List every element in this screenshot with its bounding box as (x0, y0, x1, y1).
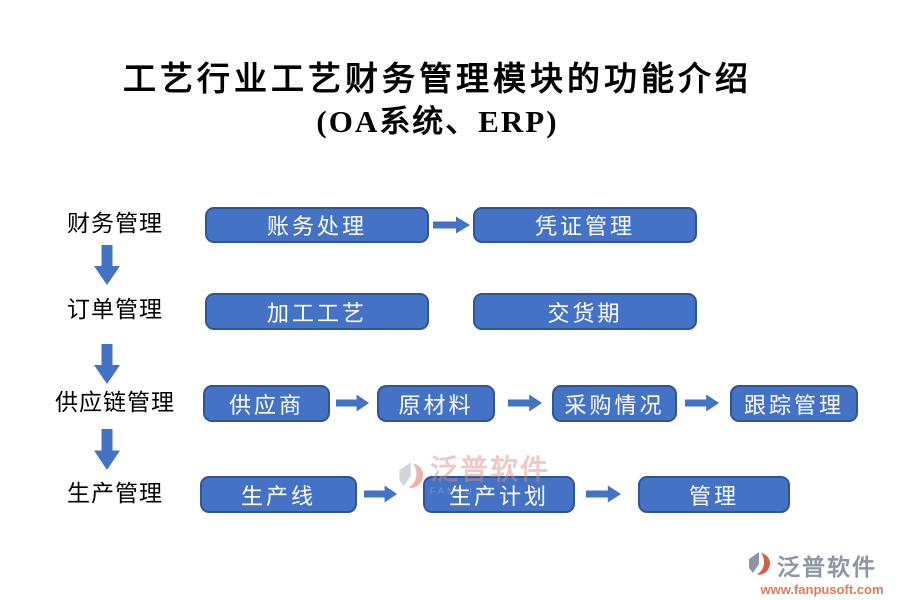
node-purchase-status: 采购情况 (552, 385, 677, 422)
footer-logo-name: 泛普软件 (777, 555, 877, 580)
arrow-down-icon (94, 245, 120, 285)
node-production-line: 生产线 (200, 476, 357, 513)
fanpu-logo-icon (749, 552, 771, 575)
arrow-right-icon (685, 394, 720, 412)
node-processing-craft: 加工工艺 (205, 293, 429, 330)
node-delivery-date: 交货期 (473, 293, 697, 330)
arrow-down-icon (94, 344, 120, 384)
page-title: 工艺行业工艺财务管理模块的功能介绍 (OA系统、ERP) (0, 58, 875, 142)
title-line-1: 工艺行业工艺财务管理模块的功能介绍 (123, 62, 752, 98)
row-label-supply-chain-management: 供应链管理 (55, 390, 175, 415)
node-production-plan: 生产计划 (423, 476, 575, 513)
node-voucher-management: 凭证管理 (473, 207, 697, 243)
node-account-processing: 账务处理 (205, 207, 429, 243)
arrow-right-icon (586, 485, 622, 503)
arrow-right-icon (433, 216, 470, 234)
arrow-down-icon (94, 429, 120, 470)
title-line-2: (OA系统、ERP) (316, 104, 559, 139)
row-label-production-management: 生产管理 (67, 481, 163, 506)
arrow-right-icon (364, 485, 398, 503)
footer-logo: 泛普软件 www.fanpusoft.com (748, 548, 896, 597)
arrow-right-icon (336, 394, 370, 412)
row-label-order-management: 订单管理 (67, 297, 163, 322)
footer-logo-url: www.fanpusoft.com (760, 582, 884, 597)
node-management: 管理 (638, 476, 790, 513)
row-label-finance-management: 财务管理 (67, 211, 163, 236)
node-raw-material: 原材料 (377, 385, 495, 422)
node-tracking-management: 跟踪管理 (730, 385, 858, 422)
node-supplier: 供应商 (203, 385, 330, 422)
arrow-right-icon (508, 394, 543, 412)
